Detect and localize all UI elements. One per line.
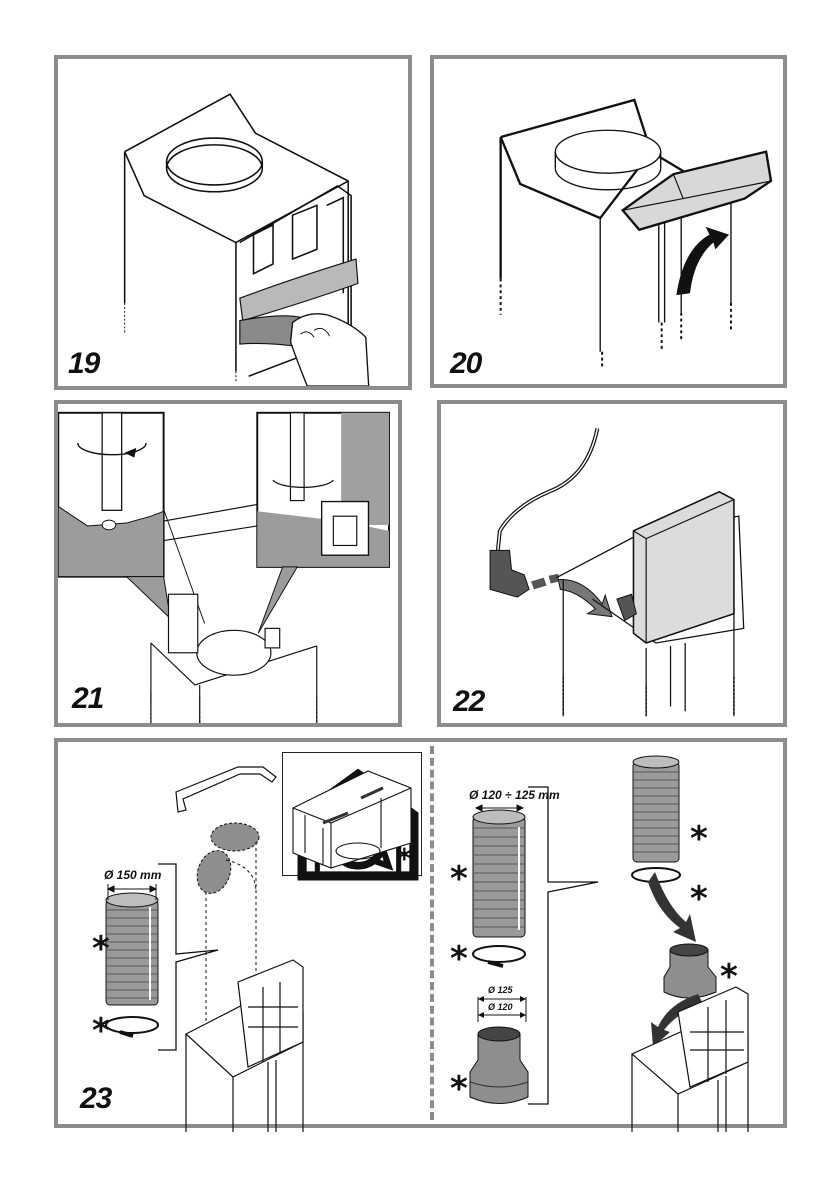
ducted-120-125-illustration	[469, 755, 749, 1132]
optional-mark-clamp: *	[92, 1011, 110, 1051]
optional-mark: *	[397, 842, 412, 875]
recirculation-kit-inset: *	[282, 752, 422, 876]
reducer-inner-diameter-label: Ø 120	[488, 1002, 513, 1012]
ducted-150-illustration	[105, 766, 304, 1132]
step-21-panel: 21	[54, 400, 402, 727]
optional-mark-clamp-2: *	[690, 879, 708, 919]
optional-mark-reducer-2: *	[720, 957, 738, 997]
optional-mark-duct-2: *	[690, 819, 708, 859]
optional-mark-clamp: *	[450, 939, 468, 979]
recirculation-kit-illustration	[292, 770, 412, 869]
duct-diameter-150-label: Ø 150 mm	[104, 868, 162, 882]
step-number: 22	[453, 685, 485, 718]
option-divider	[430, 746, 434, 1120]
step-19-illustration	[123, 93, 370, 386]
optional-mark-duct: *	[92, 929, 110, 969]
optional-mark-reducer: *	[450, 1069, 468, 1109]
step-22-panel: 22	[437, 400, 787, 727]
duct-diameter-120-125-label: Ø 120 ÷ 125 mm	[469, 788, 560, 802]
step-20-panel: 20	[430, 55, 787, 388]
step-number: 20	[450, 347, 482, 380]
step-22-illustration	[489, 428, 745, 717]
step-number: 19	[68, 347, 100, 380]
optional-mark-duct: *	[450, 859, 468, 899]
step-20-illustration	[499, 98, 773, 370]
reducer-outer-diameter-label: Ø 125	[488, 985, 513, 995]
step-23-panel: * Ø 150 mm * * 23	[54, 738, 787, 1132]
step-19-panel: 19	[54, 55, 412, 390]
step-21-illustration	[58, 411, 390, 723]
step-number: 21	[72, 682, 104, 715]
step-number: 23	[80, 1082, 112, 1115]
